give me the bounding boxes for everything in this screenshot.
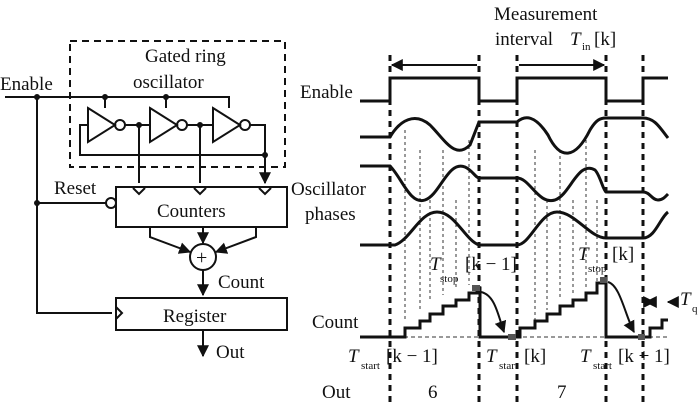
- oscillator-label: Oscillator: [291, 179, 367, 200]
- svg-text:start: start: [361, 360, 380, 372]
- register-block: [115, 297, 288, 331]
- phase-1-waveform: [360, 116, 670, 155]
- svg-text:T: T: [430, 254, 442, 275]
- measurement-title: Measurement: [494, 4, 598, 25]
- svg-text:[k − 1]: [k − 1]: [465, 254, 517, 275]
- svg-text:T: T: [580, 346, 592, 367]
- svg-text:[k + 1]: [k + 1]: [618, 346, 670, 367]
- svg-text:T: T: [486, 346, 498, 367]
- adder-symbol: +: [196, 247, 207, 269]
- out-signal-label: Out: [322, 382, 351, 403]
- tstop-km1-label: T stop [k − 1]: [430, 254, 517, 285]
- svg-text:q: q: [692, 303, 698, 315]
- reset-bubble: [105, 197, 117, 209]
- svg-text:start: start: [499, 360, 518, 372]
- phase-markers: [404, 130, 598, 320]
- tstart-km1-label: T start [k − 1]: [348, 346, 438, 372]
- tstart-k-label: T start [k]: [486, 346, 546, 372]
- out-value-7: 7: [557, 382, 567, 403]
- svg-text:T: T: [680, 289, 692, 310]
- inverter-2: [149, 106, 188, 144]
- svg-text:stop: stop: [440, 273, 459, 285]
- tin-index: [k]: [594, 29, 616, 50]
- enable-waveform: [360, 76, 668, 103]
- tin-symbol: T: [570, 29, 582, 50]
- phase-2-waveform: [360, 164, 670, 202]
- reset-label: Reset: [54, 178, 97, 199]
- svg-text:T: T: [348, 346, 360, 367]
- out-value-6: 6: [428, 382, 438, 403]
- interval-label: interval: [495, 29, 553, 50]
- count-signal-label: Count: [312, 312, 359, 333]
- count-label: Count: [218, 272, 265, 293]
- counters-block: [115, 186, 288, 228]
- gated-ring-oscillator-box: [69, 40, 286, 168]
- gro-label-2: oscillator: [133, 72, 204, 93]
- count-staircase: [360, 278, 668, 339]
- svg-text:start: start: [593, 360, 612, 372]
- tin-sub: in: [582, 41, 591, 53]
- svg-text:stop: stop: [588, 263, 607, 275]
- gro-label-1: Gated ring: [145, 46, 226, 67]
- counters-label: Counters: [157, 201, 226, 222]
- tq-label: T q: [680, 289, 698, 315]
- svg-text:[k]: [k]: [612, 244, 634, 265]
- inverter-3: [212, 106, 251, 144]
- edge-markers: [388, 55, 645, 405]
- phase-3-waveform: [360, 210, 670, 247]
- tstop-k-label: T stop [k]: [578, 244, 634, 275]
- register-label: Register: [163, 306, 227, 327]
- phases-label: phases: [305, 204, 356, 225]
- svg-text:T: T: [578, 244, 590, 265]
- enable-signal-label: Enable: [300, 82, 353, 103]
- circuit-schematic: Gated ring oscillator Enable Counters Re…: [0, 40, 288, 363]
- tstart-kp1-label: T start [k + 1]: [580, 346, 670, 372]
- svg-text:[k]: [k]: [524, 346, 546, 367]
- timing-diagram: Measurement interval T in [k] Enable Osc…: [291, 4, 698, 405]
- svg-text:[k − 1]: [k − 1]: [386, 346, 438, 367]
- enable-label: Enable: [0, 74, 53, 95]
- out-label: Out: [216, 342, 245, 363]
- inverter-1: [87, 106, 126, 144]
